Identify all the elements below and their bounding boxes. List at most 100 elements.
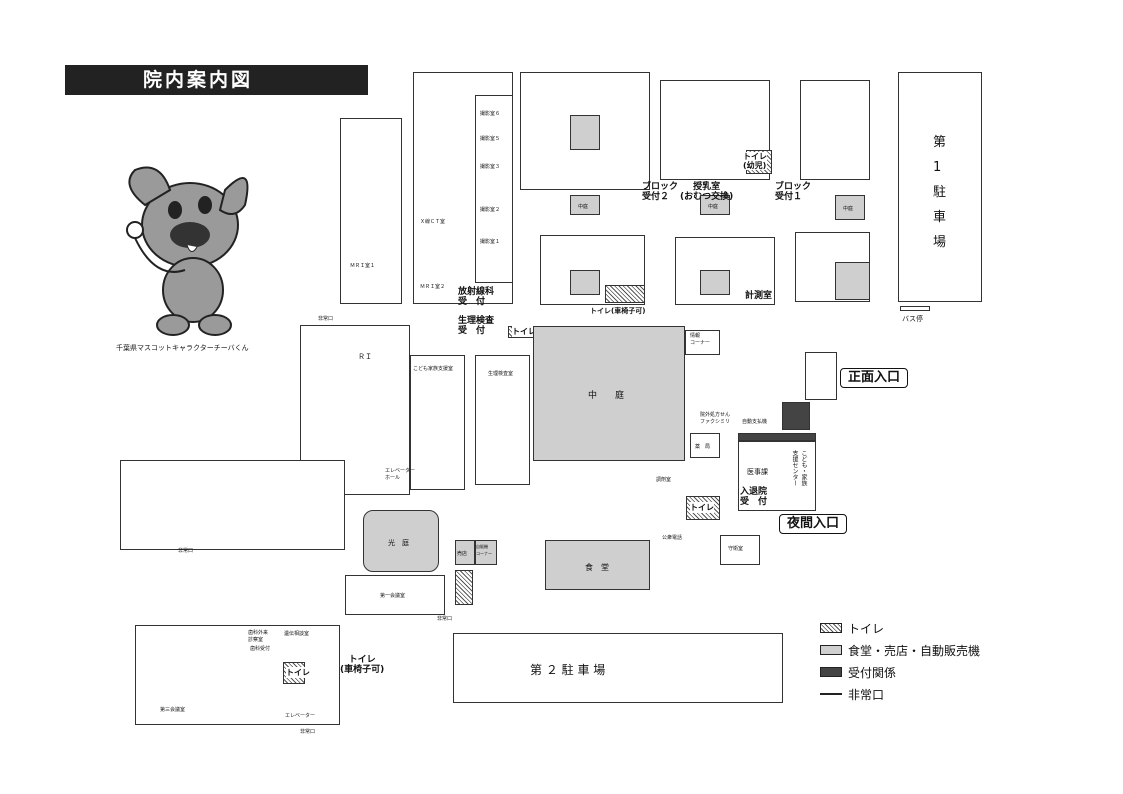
legend-emergency: 非常口	[848, 688, 885, 702]
legend-toilet: トイレ	[848, 622, 885, 636]
dental-exam-room: 歯科外来 診察室	[248, 630, 269, 643]
courtyard-small-4-label: 中庭	[578, 204, 589, 210]
first-parking	[898, 72, 982, 302]
xray-ct-room: Ｘ線ＣＴ室	[420, 219, 446, 225]
mri-wing	[340, 118, 402, 304]
legend-dining: 食堂・売店・自動販売機	[848, 644, 981, 658]
toilet-pharmacy-label: トイレ	[690, 502, 714, 513]
radiography-room-3: 撮影室３	[480, 164, 501, 170]
toilet-shop-area	[455, 570, 473, 605]
children-family-support-center: こども・家族 支援センター	[791, 450, 807, 486]
main-entrance-vestibule	[805, 352, 837, 400]
medical-affairs-block	[738, 441, 816, 511]
first-parking-label: 第 1 駐 車 場	[933, 135, 947, 250]
legend-dining-swatch	[820, 645, 842, 655]
guard-room-label: 守衛室	[728, 546, 744, 552]
courtyard-small-5-label: 中庭	[708, 204, 719, 210]
emergency-exit-west: 非常口	[178, 548, 194, 554]
physiology-reception: 生理検査 受 付	[458, 316, 495, 336]
second-parking-label: 第 ２ 駐 車 場	[530, 663, 606, 677]
vending-corner-label: 自販機 コーナー	[476, 544, 492, 556]
conference-room-1-label: 第一会議室	[380, 593, 406, 599]
medical-affairs: 医事課	[747, 468, 768, 476]
elevator-hall: エレベーター ホール	[385, 468, 416, 481]
nursing-room: 授乳室 (おむつ交換)	[680, 182, 734, 202]
mascot-caption: 千葉県マスコットキャラクターチーバくん	[116, 344, 249, 352]
public-phone: 公衆電話	[662, 535, 683, 541]
second-parking	[453, 633, 783, 703]
reception-dark-1	[782, 402, 810, 430]
light-garden	[363, 510, 439, 572]
physiology-lab-block	[475, 355, 530, 485]
child-support-block	[410, 355, 465, 490]
dining-hall-label: 食 堂	[585, 563, 609, 572]
elevator-lower: エレベーター	[285, 713, 316, 719]
courtyard-small-6-label: 中庭	[843, 206, 854, 212]
info-corner-label: 情報 コーナー	[690, 333, 711, 346]
emergency-exit-mri: 非常口	[318, 316, 334, 322]
ri-label: ＲＩ	[358, 353, 372, 361]
chiba-kun-mascot-icon	[126, 166, 249, 336]
main-entrance-sign: 正面入口	[840, 368, 908, 388]
emergency-exit-bottom: 非常口	[300, 729, 316, 735]
radiography-room-5: 撮影室５	[480, 136, 501, 142]
toilet-wheelchair-lower: トイレ (車椅子可)	[340, 655, 385, 675]
radiography-room-2: 撮影室２	[480, 207, 501, 213]
courtyard-small-7	[570, 270, 600, 295]
map-title: 院内案内図	[65, 65, 368, 95]
mri-room-2: ＭＲＩ室２	[420, 284, 446, 290]
bus-stop-marker	[900, 306, 930, 311]
radiography-block	[475, 95, 513, 283]
toilet-child-label: トイレ (幼児)	[743, 152, 767, 170]
guard-room	[720, 535, 760, 565]
courtyard-small-5	[700, 195, 730, 215]
child-support-room: こども家族支援室	[413, 366, 454, 372]
west-wing	[120, 460, 345, 550]
dining-hall	[545, 540, 650, 590]
radiology-reception: 放射線科 受 付	[458, 287, 495, 307]
conference-room-1	[345, 575, 445, 615]
dental-reception: 歯科受付	[250, 646, 271, 652]
vending-corner	[475, 540, 497, 565]
measurement-room: 計測室	[745, 291, 773, 301]
main-courtyard-label: 中 庭	[588, 391, 625, 401]
conference-room-3: 第三会議室	[160, 707, 186, 713]
info-corner	[685, 330, 720, 355]
reception-dark-2	[738, 433, 816, 441]
legend-toilet-swatch	[820, 623, 842, 633]
block1-reception: ブロック 受付１	[775, 182, 812, 202]
genetic-counseling: 遺伝相談室	[284, 631, 310, 637]
courtyard-small-8	[700, 270, 730, 295]
courtyard-small-4	[570, 195, 600, 215]
toilet-upper-center-label: トイレ	[512, 326, 536, 337]
mri-room-1: ＭＲＩ室１	[350, 263, 376, 269]
dispensing-room: 調剤室	[656, 477, 672, 483]
auto-payment: 自動支払機	[742, 419, 768, 425]
physiology-lab: 生理検査室	[488, 371, 514, 377]
shop	[455, 540, 475, 565]
night-entrance-sign: 夜間入口	[779, 514, 847, 534]
courtyard-small-6	[835, 195, 865, 220]
radiography-room-6: 撮影室６	[480, 111, 501, 117]
legend-reception-swatch	[820, 667, 842, 677]
toilet-wheelchair-upper	[605, 285, 645, 303]
pharmacy-label: 薬 局	[695, 444, 711, 450]
toilet-south-west-label: トイレ	[286, 667, 310, 678]
block2-reception: ブロック 受付２	[642, 182, 679, 202]
fax-corner: 院外処方せん ファクシミリ	[700, 412, 731, 425]
admission-reception: 入退院 受 付	[740, 487, 768, 507]
main-courtyard	[533, 326, 685, 461]
courtyard-small-1	[570, 115, 600, 150]
toilet-wheelchair-upper-label: トイレ(車椅子可)	[590, 307, 646, 315]
exam-block-east	[800, 80, 870, 180]
radiography-room-1: 撮影室１	[480, 239, 501, 245]
light-garden-label: 光 庭	[388, 539, 409, 547]
bus-stop-label: バス停	[902, 315, 923, 323]
legend-reception: 受付関係	[848, 666, 897, 680]
courtyard-small-9	[835, 262, 870, 300]
legend-emergency-swatch	[820, 693, 842, 695]
shop-label: 売店	[457, 551, 468, 557]
pharmacy	[690, 433, 720, 458]
emergency-exit-south: 非常口	[437, 616, 453, 622]
